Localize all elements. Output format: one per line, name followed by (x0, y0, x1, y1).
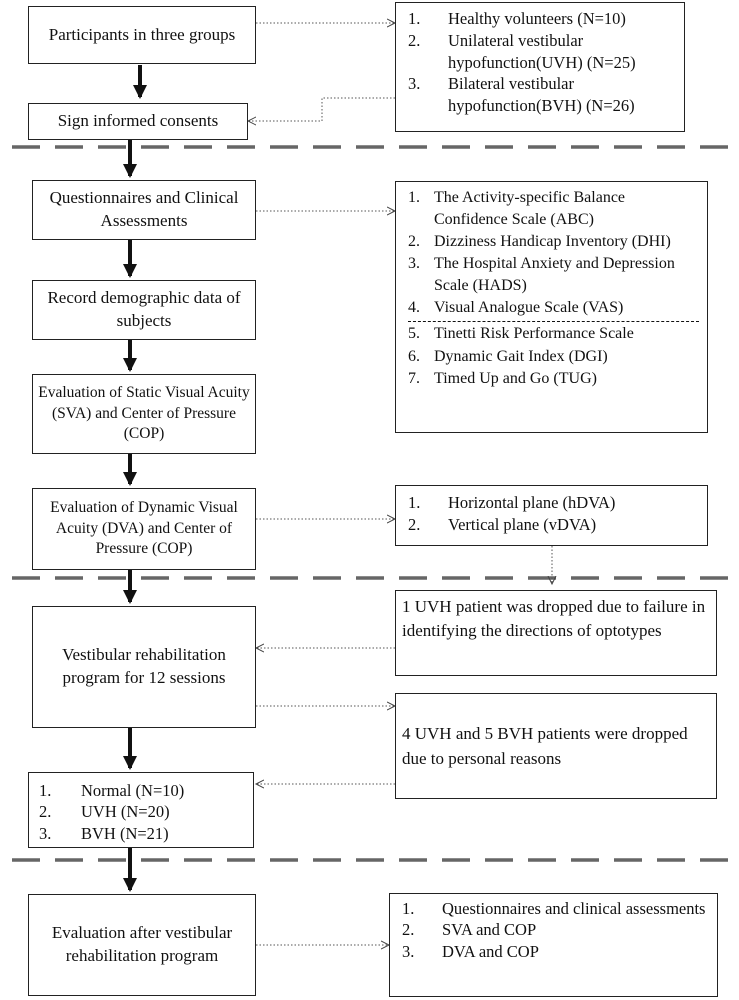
item-text: The Hospital Anxiety and Depression Scal… (434, 255, 675, 295)
after-list-box: 1. Questionnaires and clinical assessment… (389, 893, 718, 997)
item-text: Visual Analogue Scale (VAS) (434, 299, 624, 317)
rehab-label: Vestibular rehabilitation program for 12… (62, 645, 226, 687)
item-text: Dynamic Gait Index (DGI) (434, 347, 608, 365)
list-item: 3. Bilateral vestibular hypofunction(BVH)… (408, 73, 676, 117)
list-item: 3. The Hospital Anxiety and Depression Sc… (408, 253, 699, 297)
item-number: 2. (408, 515, 421, 535)
item-text: SVA and COP (442, 920, 537, 940)
item-number: 3. (408, 255, 420, 273)
item-number: 3. (39, 823, 52, 843)
item-text: Questionnaires and clinical assessments (442, 899, 706, 918)
item-number: 2. (402, 920, 415, 940)
item-text: Dizziness Handicap Inventory (DHI) (434, 233, 671, 251)
list-item: 3. BVH (N=21) (39, 823, 243, 844)
item-number: 1. (408, 9, 421, 28)
item-text: Unilateral vestibular hypofunction(UVH) … (448, 30, 636, 72)
item-number: 2. (408, 233, 420, 251)
dva-list: 1. Horizontal plane (hDVA) 2. Vertical pla… (408, 492, 699, 537)
item-number: 7. (408, 369, 420, 387)
participants-label: Participants in three groups (48, 24, 236, 44)
item-text: Vertical plane (vDVA) (448, 515, 597, 535)
final-groups-list: 1. Normal (N=10) 2. UVH (N=20) 3. BVH (N=21… (39, 780, 243, 844)
item-number: 5. (408, 325, 420, 343)
static-eval-box: Evaluation of Static Visual Acuity (SVA)… (32, 374, 256, 454)
item-text: DVA and COP (442, 941, 539, 961)
after-list: 1. Questionnaires and clinical assessment… (402, 898, 709, 962)
assessments-list-box: 1. The Activity-specific Balance Confiden… (395, 181, 708, 433)
list-item: 2. SVA and COP (402, 919, 709, 940)
item-text: Tinetti Risk Performance Scale (434, 325, 634, 343)
after-eval-box: Evaluation after vestibular rehabilitati… (28, 894, 256, 996)
dotted-connector (248, 97, 395, 121)
item-text: UVH (N=20) (81, 802, 170, 822)
item-number: 2. (39, 802, 52, 822)
list-item: 1. Questionnaires and clinical assessment… (402, 898, 709, 919)
list-item: 2. Dizziness Handicap Inventory (DHI) (408, 231, 699, 253)
participants-box: Participants in three groups (28, 6, 256, 64)
item-number: 4. (408, 299, 420, 317)
dynamic-eval-label: Evaluation of Dynamic Visual Acuity (DVA… (50, 498, 238, 558)
list-item: 7. Timed Up and Go (TUG) (408, 368, 699, 390)
dva-list-box: 1. Horizontal plane (hDVA) 2. Vertical pla… (395, 485, 708, 546)
questionnaires-label: Questionnaires and Clinical Assessments (49, 188, 239, 230)
item-text: Normal (N=10) (81, 781, 185, 800)
consent-box: Sign informed consents (28, 103, 248, 140)
final-groups-box: 1. Normal (N=10) 2. UVH (N=20) 3. BVH (N=21… (28, 772, 254, 848)
item-text: Bilateral vestibular hypofunction(BVH) (… (448, 74, 635, 116)
item-number: 3. (402, 941, 415, 961)
dropout-note-2-text: 4 UVH and 5 BVH patients were dropped du… (402, 723, 688, 769)
item-number: 2. (408, 30, 421, 50)
list-item: 4. Visual Analogue Scale (VAS) (408, 297, 699, 319)
item-number: 1. (402, 899, 415, 918)
item-text: Healthy volunteers (N=10) (448, 9, 626, 28)
item-number: 3. (408, 74, 421, 94)
list-item: 1. Normal (N=10) (39, 780, 243, 801)
item-text: Timed Up and Go (TUG) (434, 369, 597, 387)
demographic-label: Record demographic data of subjects (47, 288, 241, 330)
dropout-note-1: 1 UVH patient was dropped due to failure… (395, 590, 717, 676)
consent-label: Sign informed consents (57, 111, 219, 131)
item-text: BVH (N=21) (81, 823, 169, 843)
dropout-note-2: 4 UVH and 5 BVH patients were dropped du… (395, 693, 717, 799)
list-item: 6. Dynamic Gait Index (DGI) (408, 346, 699, 368)
dynamic-eval-box: Evaluation of Dynamic Visual Acuity (DVA… (32, 488, 256, 570)
questionnaires-box: Questionnaires and Clinical Assessments (32, 180, 256, 240)
list-item: 1. The Activity-specific Balance Confiden… (408, 187, 699, 231)
groups-list-box: 1. Healthy volunteers (N=10) 2. Unilateral… (395, 2, 685, 132)
item-number: 1. (39, 781, 52, 800)
after-eval-label: Evaluation after vestibular rehabilitati… (51, 923, 233, 965)
list-item: 2. Vertical plane (vDVA) (408, 514, 699, 536)
assessments-list: 1. The Activity-specific Balance Confiden… (408, 187, 699, 390)
list-item: 3. DVA and COP (402, 941, 709, 962)
static-eval-label: Evaluation of Static Visual Acuity (SVA)… (38, 383, 250, 443)
list-item: 2. UVH (N=20) (39, 801, 243, 822)
item-number: 6. (408, 347, 420, 365)
dropout-note-1-text: 1 UVH patient was dropped due to failure… (402, 597, 706, 640)
item-number: 1. (408, 189, 420, 206)
list-item: 2. Unilateral vestibular hypofunction(UVH… (408, 30, 676, 74)
item-text: The Activity-specific Balance Confidence… (434, 189, 626, 229)
groups-list: 1. Healthy volunteers (N=10) 2. Unilateral… (408, 8, 676, 117)
item-number: 1. (408, 493, 421, 512)
list-item: 1. Healthy volunteers (N=10) (408, 8, 676, 30)
demographic-box: Record demographic data of subjects (32, 280, 256, 340)
list-item: 5. Tinetti Risk Performance Scale (408, 321, 699, 345)
rehab-box: Vestibular rehabilitation program for 12… (32, 606, 256, 728)
item-text: Horizontal plane (hDVA) (448, 493, 616, 512)
list-item: 1. Horizontal plane (hDVA) (408, 492, 699, 514)
